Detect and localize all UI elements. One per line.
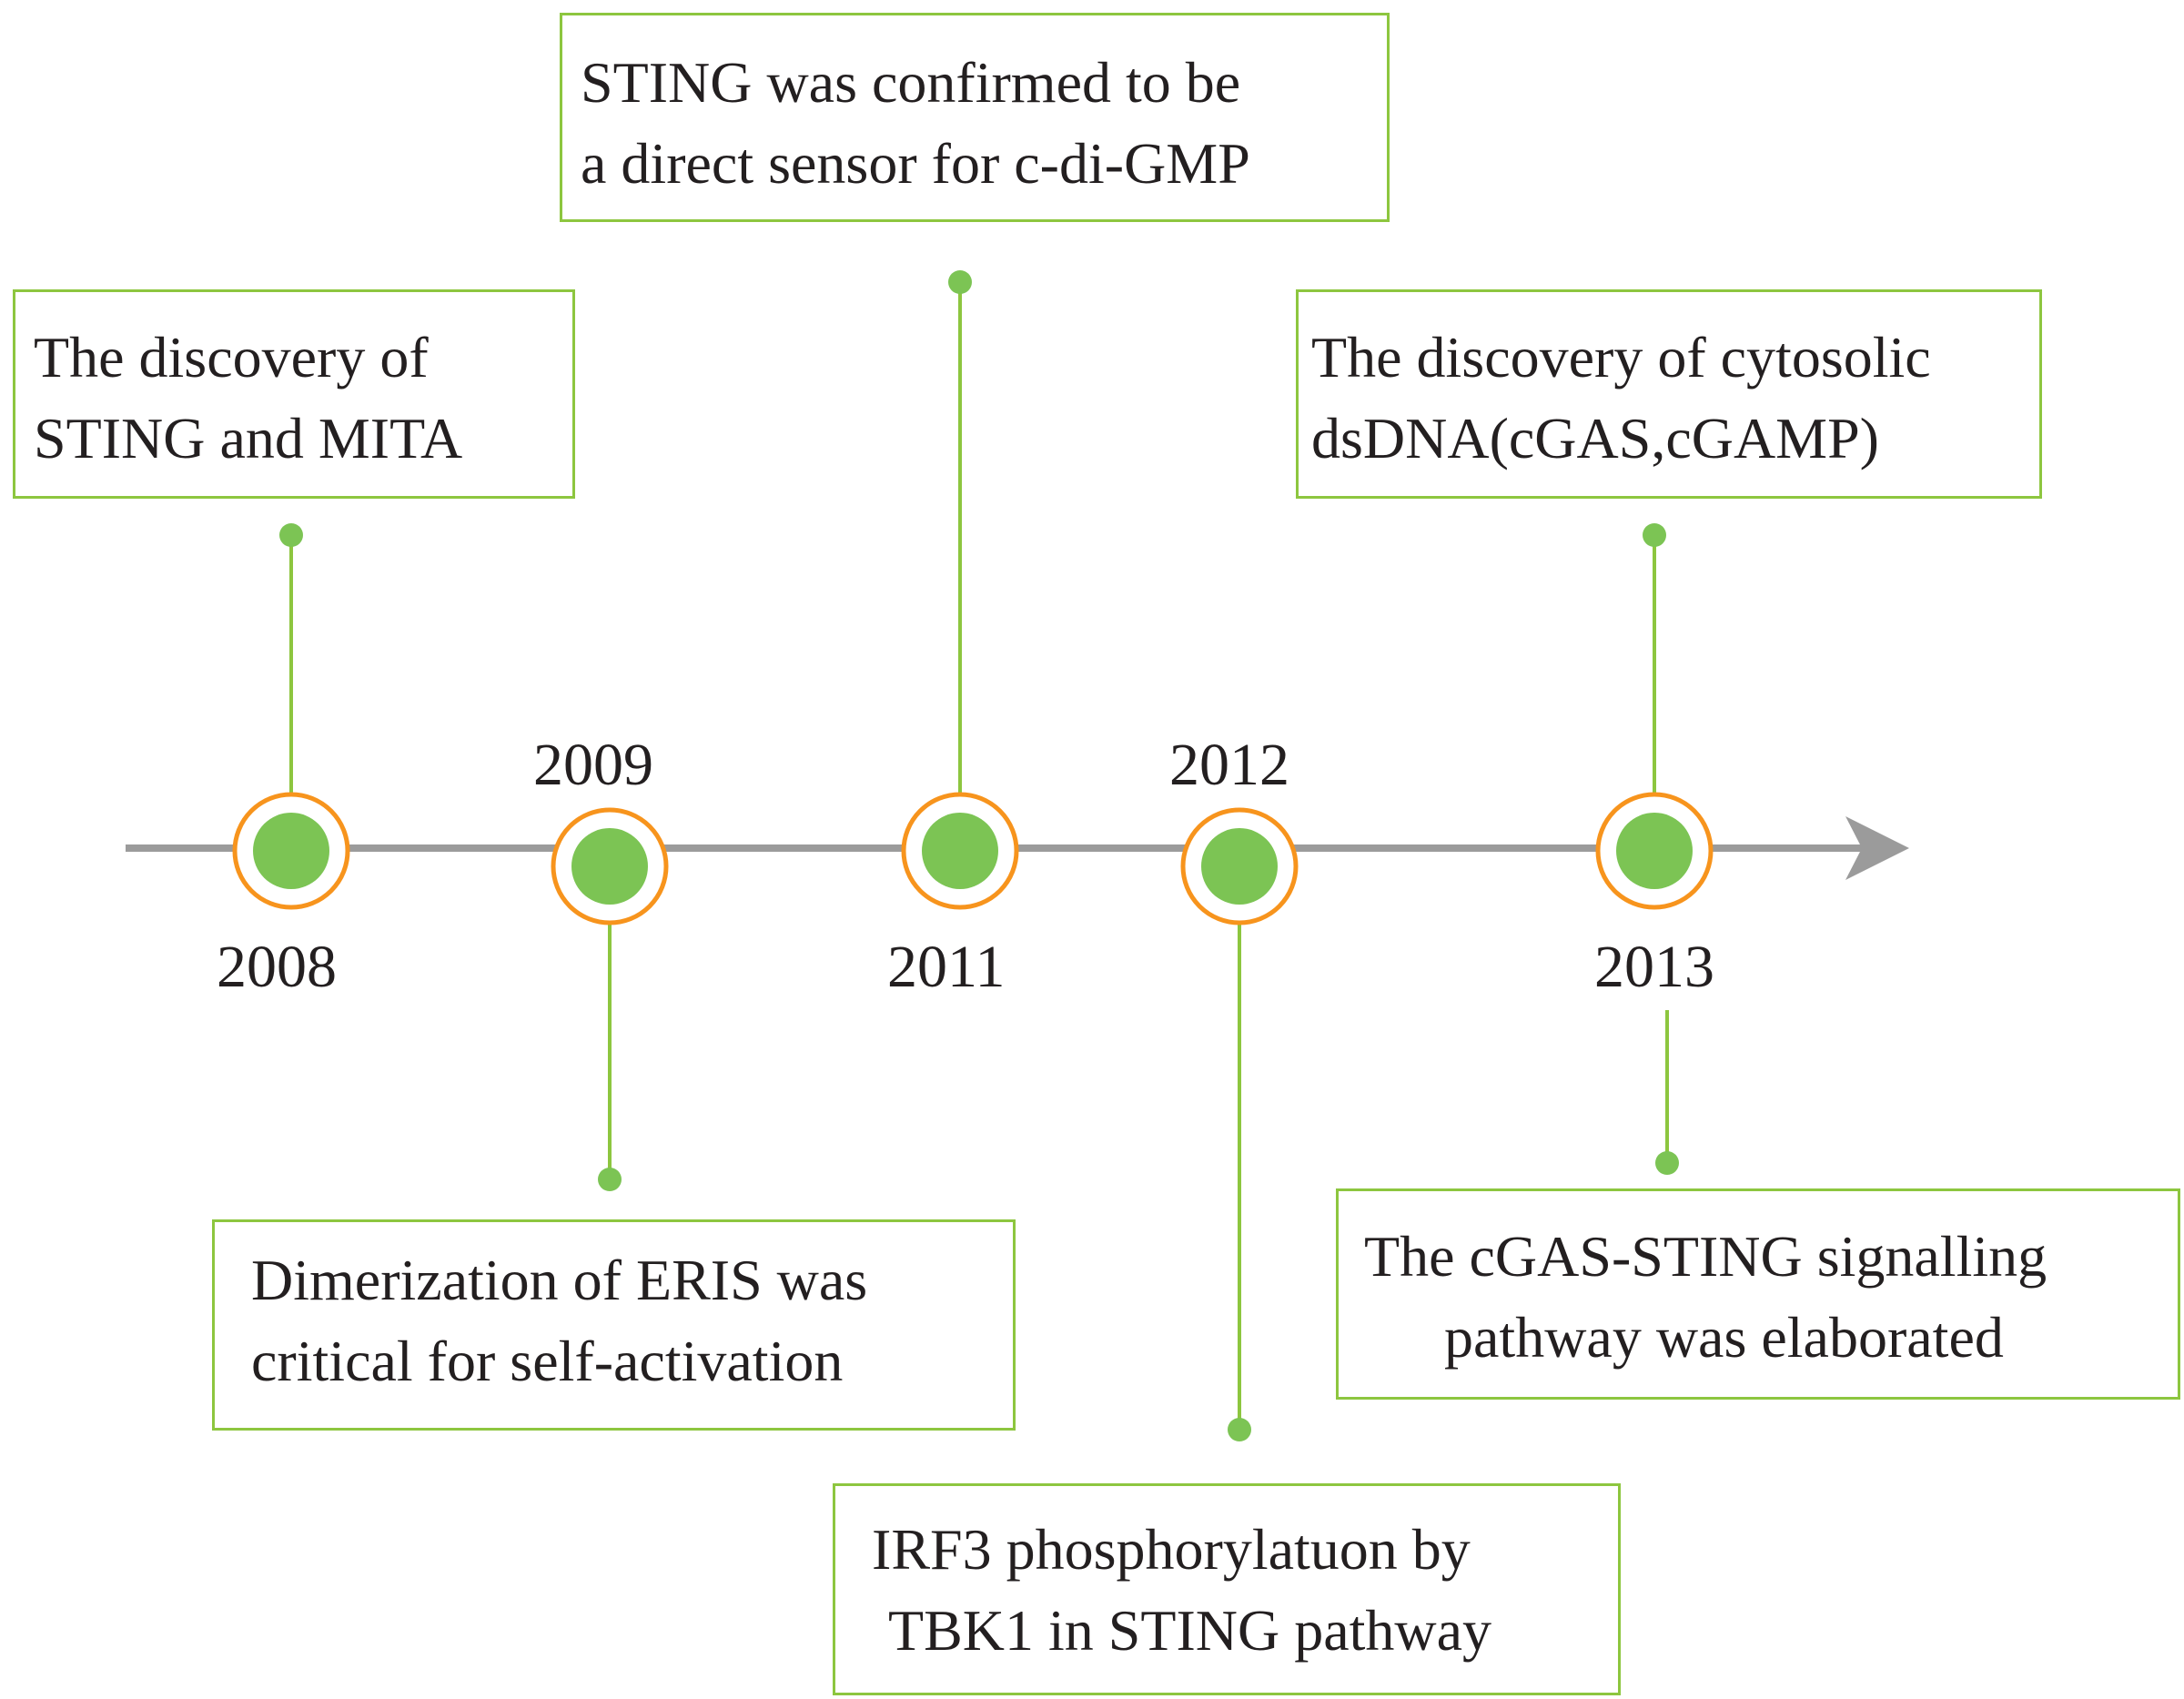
year-label-2008: 2008 [217,934,337,1000]
event-text-line: Dimerization of ERIS was [251,1248,868,1312]
event-text-line: The discovery of [34,325,429,389]
connector-end-dot-2012 [1228,1418,1251,1441]
event-box-2013-lower: The cGAS-STING signalling pathway was el… [1336,1188,2180,1400]
connector-end-dot-2013-upper [1643,523,1666,547]
event-text-line: dsDNA(cGAS,cGAMP) [1311,406,1879,470]
marker-2011 [901,792,1019,910]
year-label-2013: 2013 [1594,934,1714,1000]
year-label-2012: 2012 [1169,732,1289,798]
connector-end-dot-2009 [598,1168,622,1191]
connector-end-dot-2008 [279,523,303,547]
event-box-2008: The discovery of STING and MITA [13,289,575,499]
event-box-2009: Dimerization of ERIS was critical for se… [212,1219,1016,1431]
connector-end-dot-2011 [948,270,972,294]
event-text-line: critical for self-activation [251,1329,844,1393]
event-text-line: a direct sensor for c-di-GMP [581,131,1250,196]
event-text-line: TBK1 in STING pathway [888,1598,1492,1663]
connector-end-dot-2013-lower [1655,1151,1679,1175]
event-text-line: STING and MITA [34,406,463,470]
event-text-line: STING was confirmed to be [581,50,1241,115]
year-label-2011: 2011 [887,934,1006,1000]
event-text-line: The discovery of cytosolic [1311,325,1931,389]
event-box-2012: IRF3 phosphorylatuon by TBK1 in STING pa… [833,1483,1621,1695]
timeline-arrow-head [1845,816,1909,880]
year-label-2009: 2009 [533,732,653,798]
marker-2013 [1595,792,1714,910]
marker-2009 [551,807,669,925]
event-text-line: The cGAS-STING signalling [1364,1224,2048,1289]
event-text-line: IRF3 phosphorylatuon by [872,1517,1471,1582]
event-box-2011: STING was confirmed to be a direct senso… [560,13,1390,222]
event-box-2013-upper: The discovery of cytosolic dsDNA(cGAS,cG… [1296,289,2042,499]
marker-2012 [1180,807,1299,925]
event-text-line: pathway was elaborated [1444,1305,2004,1370]
marker-2008 [232,792,350,910]
